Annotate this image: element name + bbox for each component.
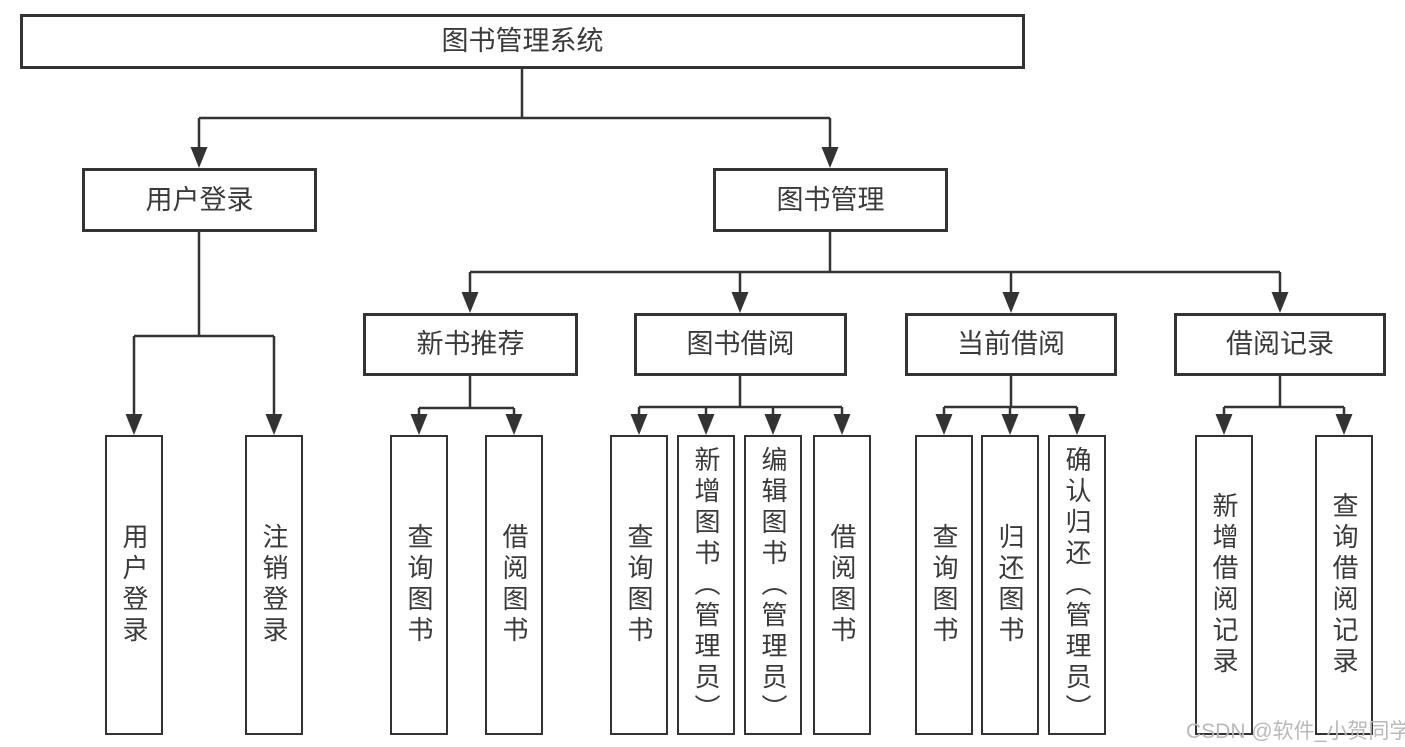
node-root-label: 图书管理系统 (441, 26, 604, 56)
node-borrow-record-label: 借阅记录 (1226, 329, 1334, 359)
leaf-query-borrow-record: 查询借阅记录 (1315, 435, 1373, 735)
node-borrow-record: 借阅记录 (1174, 313, 1386, 376)
leaf-logout-label: 注销登录 (259, 523, 289, 647)
leaf-edit-book-admin-label: 编辑图书（管理员） (758, 445, 788, 725)
node-new-book-recommend-label: 新书推荐 (416, 329, 525, 359)
node-book-borrow: 图书借阅 (634, 313, 847, 376)
leaf-borrow-query-book-label: 查询图书 (624, 523, 654, 647)
leaf-current-query-book: 查询图书 (915, 435, 973, 735)
leaf-user-login-label: 用户登录 (119, 523, 149, 647)
leaf-add-borrow-record-label: 新增借阅记录 (1209, 492, 1239, 678)
node-book-borrow-label: 图书借阅 (686, 329, 795, 359)
node-book-management: 图书管理 (713, 168, 948, 232)
leaf-borrow-query-book: 查询图书 (610, 435, 668, 735)
leaf-confirm-return-admin: 确认归还（管理员） (1048, 435, 1106, 735)
leaf-recommend-borrow-book: 借阅图书 (485, 435, 543, 735)
node-new-book-recommend: 新书推荐 (363, 313, 578, 376)
node-current-borrow-label: 当前借阅 (957, 329, 1065, 359)
node-user-login-branch: 用户登录 (82, 168, 317, 232)
connector-paths (132, 69, 1346, 414)
leaf-return-book-label: 归还图书 (995, 523, 1025, 647)
node-root: 图书管理系统 (20, 14, 1025, 69)
leaf-add-book-admin: 新增图书（管理员） (677, 435, 735, 735)
leaf-add-borrow-record: 新增借阅记录 (1195, 435, 1253, 735)
node-current-borrow: 当前借阅 (905, 313, 1117, 376)
leaf-query-borrow-record-label: 查询借阅记录 (1329, 492, 1359, 678)
leaf-user-login: 用户登录 (105, 435, 163, 735)
leaf-add-book-admin-label: 新增图书（管理员） (691, 445, 721, 725)
leaf-recommend-query-book-label: 查询图书 (404, 523, 434, 647)
leaf-borrow-book-label: 借阅图书 (827, 523, 857, 647)
leaf-borrow-book: 借阅图书 (813, 435, 871, 735)
leaf-confirm-return-admin-label: 确认归还（管理员） (1062, 445, 1092, 725)
leaf-recommend-query-book: 查询图书 (390, 435, 448, 735)
leaf-return-book: 归还图书 (981, 435, 1039, 735)
watermark: CSDN @软件_小贺同学 (1186, 720, 1405, 743)
leaf-logout: 注销登录 (245, 435, 303, 735)
node-book-management-label: 图书管理 (776, 184, 885, 215)
node-user-login-branch-label: 用户登录 (145, 184, 254, 215)
leaf-edit-book-admin: 编辑图书（管理员） (744, 435, 802, 735)
leaf-current-query-book-label: 查询图书 (929, 523, 959, 647)
leaf-recommend-borrow-book-label: 借阅图书 (499, 523, 529, 647)
arrowheads (125, 147, 1353, 435)
